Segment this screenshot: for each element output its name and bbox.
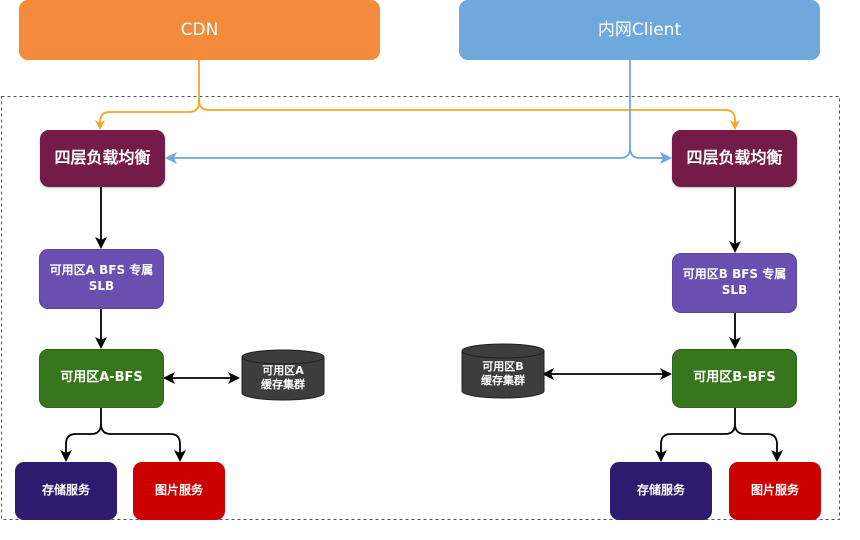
cdn-to-lb-b-connector — [198, 99, 740, 130]
lb-node-zone-b: 四层负载均衡 — [672, 130, 797, 187]
lb-node-zone-a: 四层负载均衡 — [40, 130, 165, 187]
client-to-lb-b-connector — [629, 147, 672, 164]
cdn-node: CDN — [19, 0, 380, 60]
slb-node-zone-b: 可用区B BFS 专属 SLB — [672, 253, 797, 313]
bfs-a-to-storage-a-connector — [60, 408, 102, 462]
cdn-to-lb-a-connector — [95, 60, 200, 130]
bfs-b-to-image-b-connector — [734, 423, 783, 462]
bfs-a-to-image-a-connector — [100, 423, 186, 462]
availability-zone-boundary — [1, 96, 840, 520]
bfs-node-zone-a: 可用区A-BFS — [39, 349, 164, 408]
client-node: 内网Client — [459, 0, 820, 60]
client-to-lb-a-connector — [165, 60, 631, 164]
image-service-zone-b: 图片服务 — [729, 462, 821, 520]
storage-service-zone-b: 存储服务 — [610, 462, 712, 520]
cache-cluster-zone-b: 可用区B 缓存集群 — [481, 360, 525, 388]
cache-a-cylinder-icon — [241, 349, 325, 401]
bfs-b-to-storage-b-connector — [655, 408, 736, 462]
image-service-zone-a: 图片服务 — [133, 462, 225, 520]
cache-cluster-zone-a: 可用区A 缓存集群 — [261, 364, 305, 392]
storage-service-zone-a: 存储服务 — [15, 462, 117, 520]
slb-node-zone-a: 可用区A BFS 专属 SLB — [39, 249, 164, 309]
cache-b-cylinder-icon — [461, 343, 545, 399]
bfs-node-zone-b: 可用区B-BFS — [672, 349, 797, 408]
